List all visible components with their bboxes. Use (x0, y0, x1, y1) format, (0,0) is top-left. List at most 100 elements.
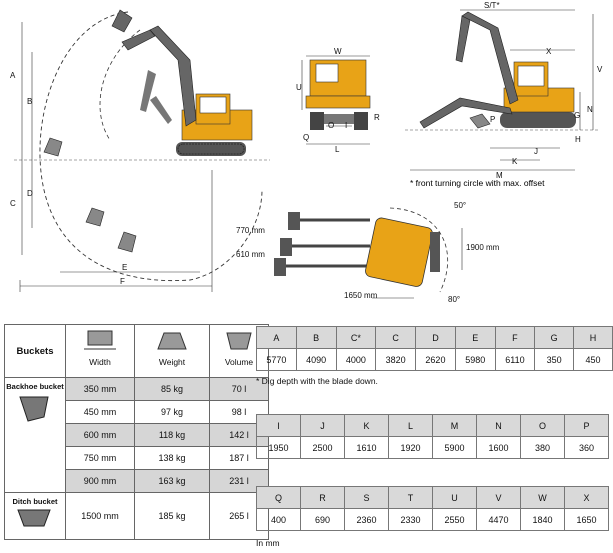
dim-header: H (573, 326, 613, 349)
dimension-table-3: Q R S T U V W X 400 690 2360 2330 2550 4… (256, 486, 609, 531)
svg-text:N: N (587, 105, 593, 114)
dim-header: C (375, 326, 417, 349)
dim-value: 1600 (476, 436, 521, 459)
top-view-diagram: 770 mm 610 mm 1900 mm 1650 mm 50° 80° (236, 201, 500, 304)
bucket-weight: 97 kg (134, 400, 210, 424)
svg-text:V: V (597, 65, 603, 74)
dim-header: V (476, 486, 521, 509)
dim-header: O (520, 414, 565, 437)
bucket-weight: 185 kg (134, 492, 210, 540)
svg-text:1900 mm: 1900 mm (466, 243, 500, 252)
dim-header: K (344, 414, 389, 437)
dim-value: 1840 (520, 508, 565, 531)
svg-text:D: D (27, 189, 33, 198)
svg-text:W: W (334, 47, 342, 56)
dim-value: 360 (564, 436, 609, 459)
dig-depth-note: * Dig depth with the blade down. (256, 376, 378, 386)
svg-text:X: X (546, 47, 552, 56)
svg-text:S/T*: S/T* (484, 1, 500, 10)
volume-icon (226, 332, 252, 350)
dim-header: I (256, 414, 301, 437)
dim-value: 4000 (335, 348, 377, 371)
dim-header: F (494, 326, 536, 349)
dim-value: 4090 (295, 348, 337, 371)
width-column-header: Width (65, 324, 135, 378)
turning-circle-note: * front turning circle with max. offset (410, 178, 545, 188)
dim-value: 690 (300, 508, 345, 531)
width-icon (84, 330, 116, 350)
dim-value: 1650 (564, 508, 609, 531)
dim-value: 450 (573, 348, 613, 371)
dim-header: L (388, 414, 433, 437)
dim-value: 2620 (415, 348, 456, 371)
dim-value: 5770 (256, 348, 297, 371)
svg-text:C: C (10, 199, 16, 208)
dim-header: W (520, 486, 565, 509)
svg-text:H: H (575, 135, 581, 144)
ditch-bucket-category: Ditch bucket (4, 492, 66, 540)
svg-text:Q: Q (303, 133, 309, 142)
dim-value: 3820 (375, 348, 417, 371)
dim-value: 2550 (432, 508, 477, 531)
dim-header: J (300, 414, 345, 437)
dim-value: 1950 (256, 436, 301, 459)
bucket-width: 900 mm (65, 469, 135, 493)
dim-value: 400 (256, 508, 301, 531)
weight-icon (157, 332, 187, 350)
svg-text:G: G (574, 111, 580, 120)
units-note: In mm (256, 538, 280, 548)
svg-text:M: M (496, 171, 503, 180)
dim-header: P (564, 414, 609, 437)
bucket-width: 450 mm (65, 400, 135, 424)
svg-text:B: B (27, 97, 32, 106)
dim-header: E (454, 326, 496, 349)
bucket-weight: 85 kg (134, 377, 210, 401)
svg-text:J: J (534, 147, 538, 156)
svg-text:A: A (10, 71, 16, 80)
buckets-title: Buckets (4, 324, 66, 378)
right-side-view-diagram: S/T* X V N G P J K H M (405, 1, 603, 180)
weight-column-header: Weight (134, 324, 210, 378)
dim-value: 1920 (388, 436, 433, 459)
svg-text:P: P (490, 115, 495, 124)
svg-text:80°: 80° (448, 295, 460, 304)
bucket-width: 1500 mm (65, 492, 135, 540)
dim-header: U (432, 486, 477, 509)
dim-header: T (388, 486, 433, 509)
dimension-table-2: I J K L M N O P 1950 2500 1610 1920 5900… (256, 414, 609, 459)
dim-value: 380 (520, 436, 565, 459)
svg-text:770 mm: 770 mm (236, 226, 265, 235)
bucket-width: 350 mm (65, 377, 135, 401)
side-view-diagram: A B C D E F (10, 9, 270, 292)
buckets-table: Buckets Width Weight Volume Backhoe buck… (4, 324, 269, 540)
dim-header: R (300, 486, 345, 509)
svg-text:L: L (335, 145, 340, 154)
dim-header: D (415, 326, 456, 349)
bucket-weight: 118 kg (134, 423, 210, 447)
front-view-diagram: W U R O I Q L (296, 47, 380, 154)
dimension-table-1: A B C* C D E F G H 5770 4090 4000 3820 2… (256, 326, 613, 371)
svg-text:1650 mm: 1650 mm (344, 291, 378, 300)
svg-text:I: I (345, 121, 347, 130)
backhoe-bucket-icon (19, 396, 49, 422)
svg-text:F: F (120, 277, 125, 286)
dim-value: 4470 (476, 508, 521, 531)
dim-header: C* (335, 326, 377, 349)
dim-header: S (344, 486, 389, 509)
dim-header: G (534, 326, 575, 349)
svg-text:R: R (374, 113, 380, 122)
bucket-volume: 70 l (209, 377, 269, 401)
backhoe-bucket-category: Backhoe bucket (4, 377, 66, 493)
dim-header: N (476, 414, 521, 437)
dim-value: 350 (534, 348, 575, 371)
svg-text:610 mm: 610 mm (236, 250, 265, 259)
bucket-weight: 138 kg (134, 446, 210, 470)
dim-header: M (432, 414, 477, 437)
ditch-bucket-icon (17, 509, 51, 527)
dim-value: 2500 (300, 436, 345, 459)
dim-value: 1610 (344, 436, 389, 459)
svg-text:O: O (328, 121, 334, 130)
svg-text:E: E (122, 263, 127, 272)
bucket-width: 600 mm (65, 423, 135, 447)
dim-value: 2360 (344, 508, 389, 531)
